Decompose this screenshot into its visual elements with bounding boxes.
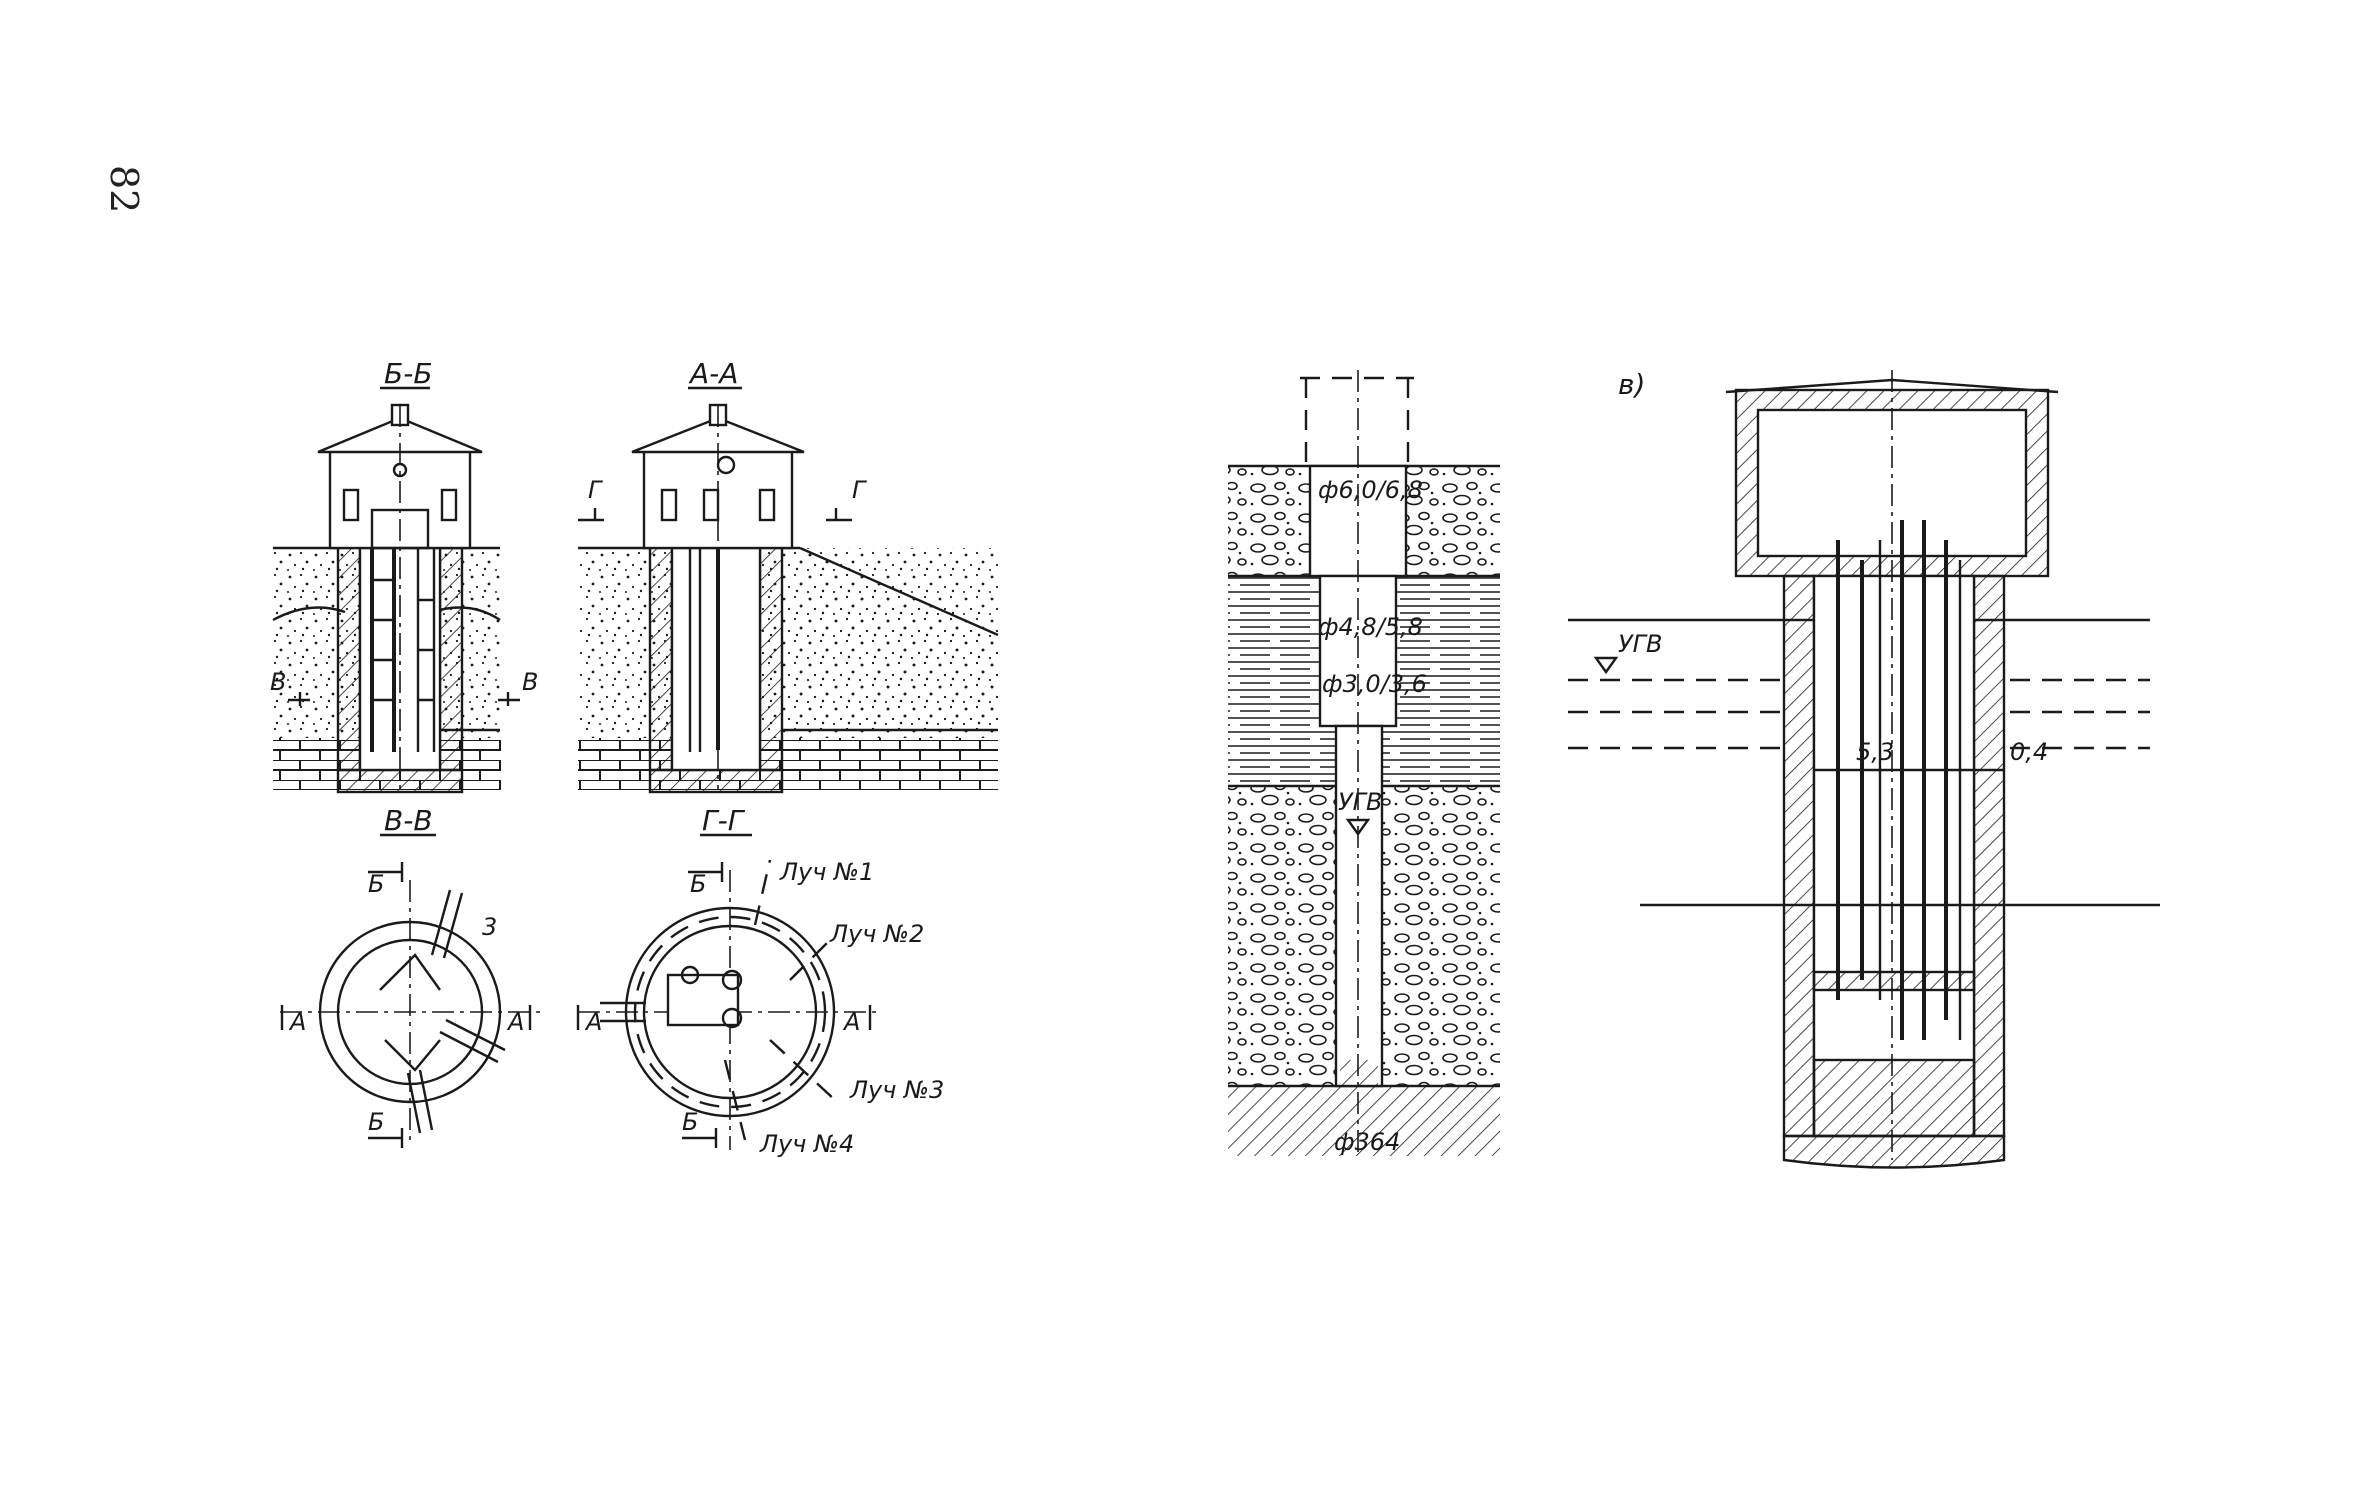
water-level-profile: УГВ (1338, 788, 1382, 816)
ray-4-label: Луч №4 (759, 1130, 854, 1158)
diameter-4-8: ф4,8/5,8 (1318, 613, 1423, 641)
marker-g-right: Г (852, 476, 867, 504)
dimension-wall: 0,4 (2010, 738, 2048, 766)
plan-vv-marker-right: А (506, 1008, 524, 1036)
callout-3: 3 (482, 913, 497, 941)
plan-gg-marker-bottom: Б (682, 1108, 698, 1136)
dimension-inner: 5,3 (1856, 738, 1894, 766)
plan-vv-title: В-В (384, 804, 433, 837)
section-aa: А-А Г Г (578, 357, 999, 794)
plan-vv: В-В 3 Б Б А А (280, 804, 540, 1148)
plan-vv-marker-bottom: Б (368, 1108, 384, 1136)
plan-vv-marker-top: Б (368, 870, 384, 898)
diameter-6-0: ф6,0/6,8 (1318, 476, 1423, 504)
casing-3-0 (1334, 724, 1384, 1088)
well-profile: ф6,0/6,8 ф4,8/5,8 ф3,0/3,6 УГВ ф364 (1228, 370, 1500, 1156)
diameter-3-0: ф3,0/3,6 (1322, 670, 1427, 698)
marker-v-right: В (522, 668, 538, 696)
plan-vv-marker-left: А (288, 1008, 306, 1036)
section-bb: Б-Б В В (270, 357, 538, 794)
marker-g-left: Г (588, 476, 603, 504)
water-level-v: УГВ (1618, 630, 1662, 658)
ray-3-label: Луч №3 (849, 1076, 944, 1104)
marker-v-left: В (270, 668, 286, 696)
figure-v: в) УГВ 5,3 0,4 (1568, 368, 2160, 1169)
ray-2-label: Луч №2 (829, 920, 924, 948)
plan-gg-marker-left: А (584, 1008, 602, 1036)
plan-gg: Г-Г Луч №1 Луч №2 Луч №3 Луч №4 Б Б А А (576, 804, 944, 1158)
section-aa-title: А-А (688, 357, 738, 390)
plan-gg-marker-right: А (842, 1008, 860, 1036)
diameter-bottom: ф364 (1334, 1128, 1400, 1156)
section-bb-title: Б-Б (384, 357, 433, 390)
plan-gg-marker-top: Б (690, 870, 706, 898)
figure-v-label: в) (1618, 368, 1645, 401)
clay-layer (1228, 1086, 1500, 1156)
ray-1-label: Луч №1 (779, 858, 874, 886)
plan-gg-title: Г-Г (702, 804, 746, 837)
